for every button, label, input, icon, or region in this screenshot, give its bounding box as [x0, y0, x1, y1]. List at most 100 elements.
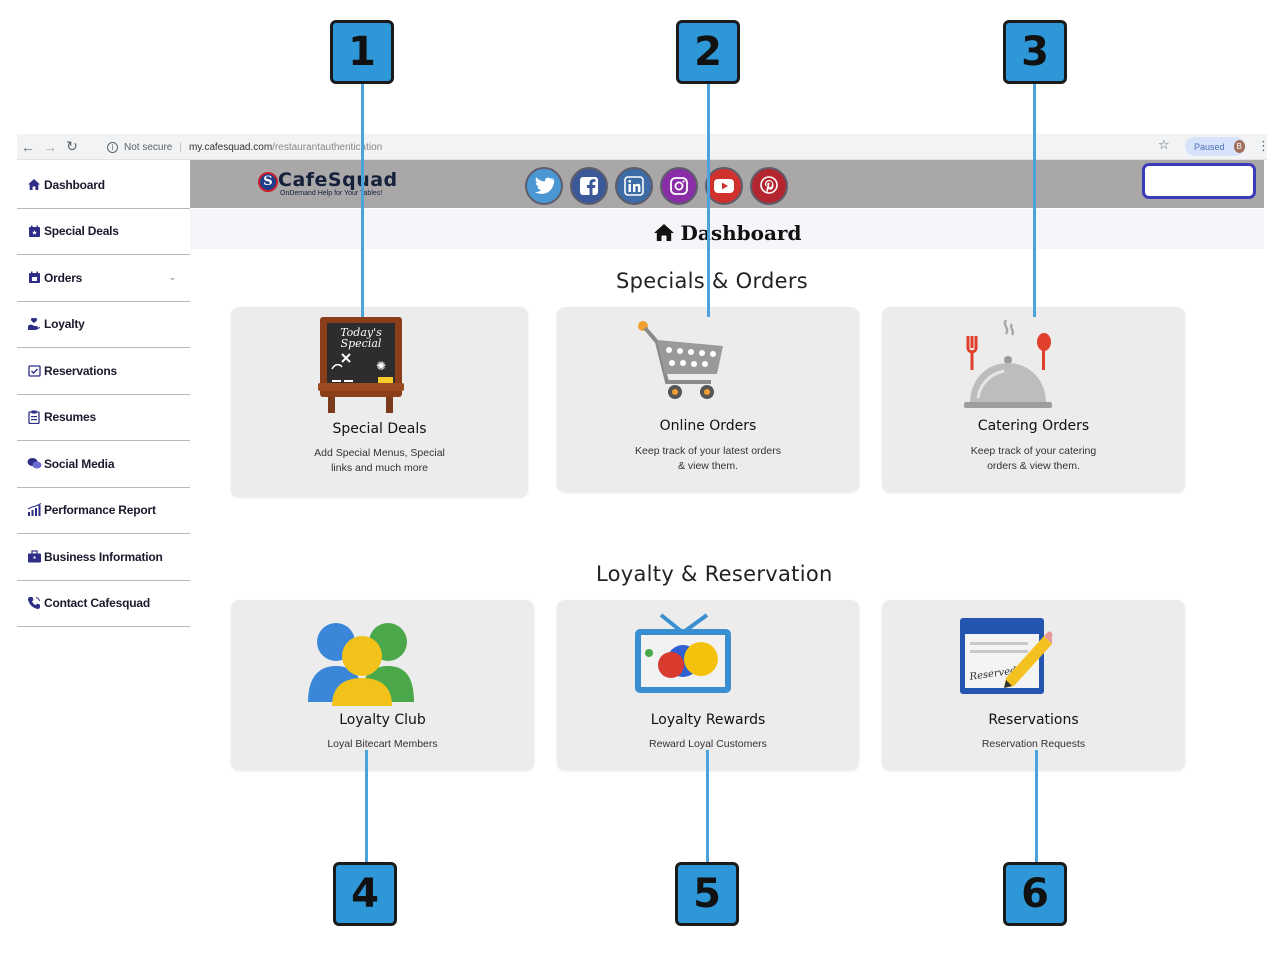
profile-status: Paused	[1194, 141, 1225, 152]
sidebar-item-orders[interactable]: Orders ⌄	[17, 255, 190, 302]
card-online-orders[interactable]: Online Orders Keep track of your latest …	[557, 307, 859, 492]
sidebar-item-contact-cafesquad[interactable]: Contact Cafesquad	[17, 581, 190, 627]
url-path: /restaurantauthentication	[272, 141, 383, 153]
chevron-down-icon[interactable]: ⌄	[168, 272, 177, 283]
phone-icon	[26, 595, 42, 611]
tv-icon	[635, 613, 731, 700]
back-arrow-icon[interactable]: ←	[21, 138, 35, 155]
sidebar-item-label: Business Information	[44, 549, 163, 564]
callout-line-3	[1033, 84, 1036, 317]
calendar-star-icon	[26, 223, 42, 239]
card-title: Reservations	[988, 712, 1079, 728]
callout-badge-6: 6	[1003, 862, 1067, 926]
shopping-cart-icon	[637, 320, 727, 405]
sidebar-item-label: Dashboard	[44, 177, 105, 192]
card-description: Loyal Bitecart Members	[327, 738, 438, 750]
card-title: Loyalty Club	[339, 712, 426, 728]
sidebar-item-loyalty[interactable]: Loyalty	[17, 302, 190, 348]
reload-icon[interactable]: ↻	[66, 138, 78, 154]
card-loyalty-rewards[interactable]: Loyalty Rewards Reward Loyal Customers	[557, 600, 859, 770]
callout-line-6	[1035, 750, 1038, 862]
card-special-deals[interactable]: Today's Special ✺ Special Deals Add Spec…	[231, 307, 528, 497]
sidebar: Dashboard Special Deals Orders ⌄ Loyalty…	[17, 162, 190, 627]
kebab-menu-icon[interactable]: ⋮	[1257, 138, 1270, 153]
cafesquad-logo[interactable]: S CafeSquad OnDemand Help for Your Table…	[258, 169, 408, 199]
bookmark-star-icon[interactable]: ☆	[1158, 137, 1170, 152]
card-description: Add Special Menus, Special links and muc…	[314, 447, 445, 474]
page-title-bar: Dashboard	[190, 209, 1264, 249]
sidebar-item-label: Resumes	[44, 410, 96, 425]
social-links	[525, 167, 795, 205]
svg-text:✺: ✺	[376, 359, 386, 373]
url-host: my.cafesquad.com	[188, 141, 273, 153]
card-reservations[interactable]: Reserved Reservations Reservation Reques…	[882, 600, 1185, 770]
card-description: Keep track of your catering orders & vie…	[970, 445, 1097, 472]
sidebar-item-resumes[interactable]: Resumes	[17, 395, 190, 441]
card-title: Special Deals	[332, 421, 427, 437]
svg-text:Today's: Today's	[340, 326, 382, 339]
card-title: Loyalty Rewards	[650, 712, 766, 728]
sidebar-item-dashboard[interactable]: Dashboard	[17, 162, 190, 209]
sidebar-item-performance-report[interactable]: Performance Report	[17, 488, 190, 534]
sidebar-item-special-deals[interactable]: Special Deals	[17, 209, 190, 255]
browser-toolbar: ← → ↻ i Not secure | my.cafesquad.com/re…	[17, 134, 1270, 160]
chat-bubbles-icon	[26, 456, 42, 472]
card-catering-orders[interactable]: Catering Orders Keep track of your cater…	[882, 307, 1185, 492]
card-title: Catering Orders	[977, 418, 1090, 434]
address-bar[interactable]: i Not secure | my.cafesquad.com/restaura…	[97, 136, 1169, 158]
callout-line-1	[361, 84, 364, 317]
facebook-icon[interactable]	[570, 167, 608, 205]
sidebar-item-social-media[interactable]: Social Media	[17, 441, 190, 488]
sidebar-item-label: Reservations	[44, 363, 117, 378]
youtube-icon[interactable]	[705, 167, 743, 205]
sidebar-item-business-information[interactable]: Business Information	[17, 534, 190, 581]
card-description: Keep track of your latest orders & view …	[635, 445, 781, 472]
section-title-specials-orders: Specials & Orders	[616, 269, 809, 293]
sidebar-item-label: Orders	[44, 270, 83, 285]
calendar-check-icon	[26, 270, 42, 286]
card-title: Online Orders	[659, 418, 757, 434]
callout-line-4	[365, 750, 368, 862]
chalkboard-icon: Today's Special ✺	[318, 317, 404, 418]
card-description: Reward Loyal Customers	[649, 738, 767, 750]
home-icon	[653, 223, 675, 247]
security-label: Not secure	[124, 141, 173, 153]
logo-text: CafeSquad	[278, 169, 398, 191]
callout-badge-1: 1	[330, 20, 394, 84]
page-title: Dashboard	[190, 221, 1264, 247]
card-loyalty-club[interactable]: Loyalty Club Loyal Bitecart Members	[231, 600, 534, 770]
callout-badge-4: 4	[333, 862, 397, 926]
pinterest-icon[interactable]	[750, 167, 788, 205]
callout-line-2	[707, 84, 710, 317]
forward-arrow-icon[interactable]: →	[43, 138, 57, 155]
svg-text:Special: Special	[341, 337, 382, 350]
address-separator: |	[179, 141, 182, 153]
linkedin-icon[interactable]	[615, 167, 653, 205]
callout-badge-2: 2	[676, 20, 740, 84]
people-group-icon	[306, 620, 416, 711]
profile-button[interactable]: Paused B	[1185, 137, 1245, 156]
logo-mark-icon: S	[258, 172, 278, 192]
callout-line-5	[706, 750, 709, 862]
cloche-icon	[962, 319, 1056, 415]
header-action-box[interactable]	[1142, 163, 1256, 199]
sidebar-item-label: Loyalty	[44, 317, 85, 332]
sidebar-item-label: Special Deals	[44, 224, 119, 239]
page-title-text: Dashboard	[680, 221, 802, 245]
url-text: my.cafesquad.com/restaurantauthenticatio…	[189, 142, 382, 153]
reserved-card-icon: Reserved	[960, 616, 1056, 701]
twitter-icon[interactable]	[525, 167, 563, 205]
instagram-icon[interactable]	[660, 167, 698, 205]
callout-badge-3: 3	[1003, 20, 1067, 84]
callout-badge-5: 5	[675, 862, 739, 926]
info-icon[interactable]: i	[107, 141, 118, 153]
section-title-loyalty-reservation: Loyalty & Reservation	[596, 562, 833, 586]
clipboard-icon	[26, 409, 42, 425]
sidebar-item-reservations[interactable]: Reservations	[17, 348, 190, 395]
sidebar-item-label: Social Media	[44, 456, 115, 471]
card-description: Reservation Requests	[981, 738, 1086, 750]
bar-chart-icon	[26, 502, 42, 518]
calendar-check-icon	[26, 363, 42, 379]
logo-tagline: OnDemand Help for Your Tables!	[280, 190, 383, 197]
